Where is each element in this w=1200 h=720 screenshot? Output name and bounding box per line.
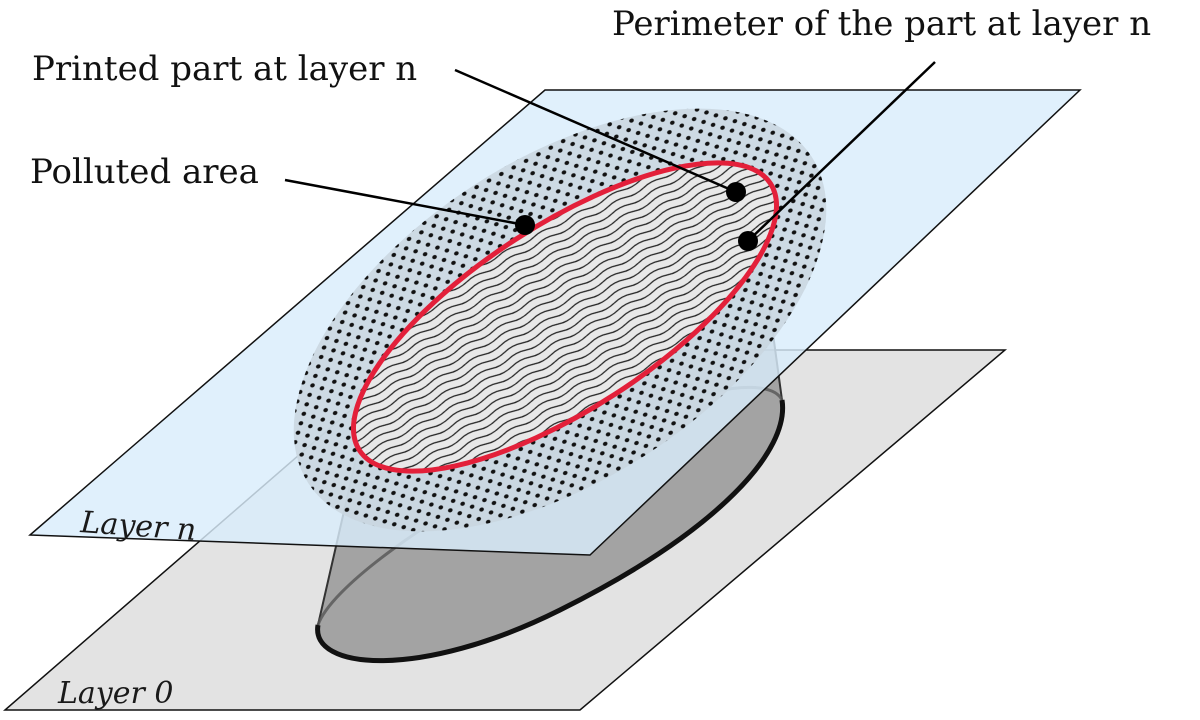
label-printed-part: Printed part at layer n xyxy=(32,49,417,89)
leader-line-printed-part xyxy=(454,68,737,194)
marker-printed-part xyxy=(726,182,746,202)
perimeter-outline xyxy=(351,160,779,474)
label-polluted-area: Polluted area xyxy=(30,152,259,192)
label-perimeter: Perimeter of the part at layer n xyxy=(612,4,1151,44)
marker-polluted-area xyxy=(515,215,535,235)
layer-0-label: Layer 0 xyxy=(57,676,173,711)
part-base-outline xyxy=(315,399,786,664)
layer-n-label: Layer n xyxy=(78,505,197,548)
leader-line-polluted-area xyxy=(284,178,526,227)
marker-perimeter xyxy=(738,231,758,251)
leader-line-perimeter xyxy=(747,61,936,242)
